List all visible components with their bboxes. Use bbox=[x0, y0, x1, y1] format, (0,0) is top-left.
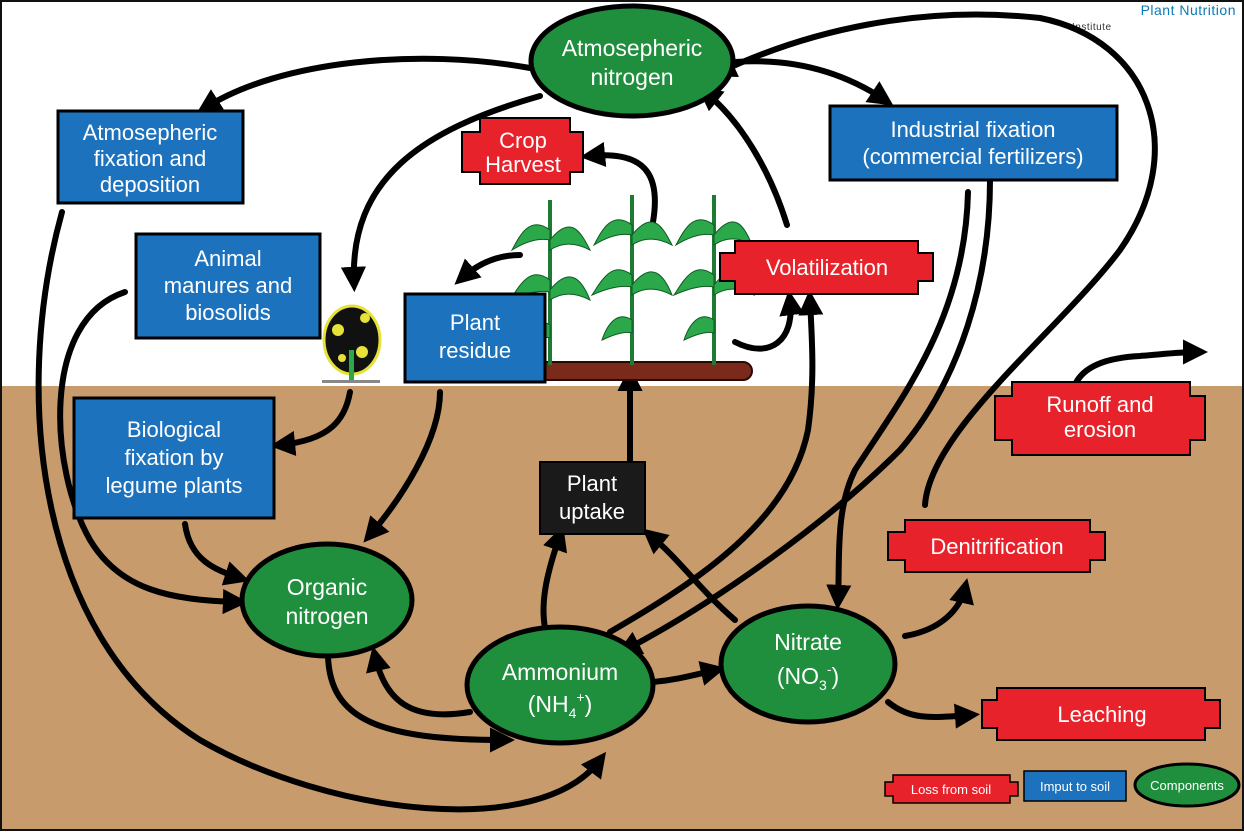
brand-line-2: Institute bbox=[1072, 22, 1112, 33]
arrow-ammonium-to-nitrate bbox=[650, 661, 726, 686]
atm-fixation-line-3: deposition bbox=[100, 172, 200, 197]
arrow-residue-to-organic bbox=[363, 389, 443, 543]
arrow-atm-to-legume bbox=[340, 93, 543, 293]
arrow-ammonium-to-organic bbox=[366, 646, 473, 718]
arrow-ammonium-to-volatilization bbox=[607, 289, 824, 635]
runoff-line-1: Runoff and bbox=[1046, 392, 1153, 417]
industrial-line-1: Industrial fixation bbox=[890, 117, 1055, 142]
crop-harvest-line-2: Harvest bbox=[485, 152, 561, 177]
crop-harvest-box: Crop Harvest bbox=[461, 117, 584, 185]
arrow-atm-to-industrial bbox=[732, 58, 894, 106]
atmospheric-fixation-box: Atmosepheric fixation and deposition bbox=[56, 109, 245, 205]
atmospheric-nitrogen-node: Atmosepheric nitrogen bbox=[528, 3, 736, 119]
industrial-fixation-box: Industrial fixation (commercial fertiliz… bbox=[828, 104, 1119, 182]
arrow-manures-to-organic bbox=[57, 289, 249, 615]
runoff-line-2: erosion bbox=[1064, 417, 1136, 442]
arrow-ammonium-to-uptake bbox=[540, 525, 568, 631]
arrow-nitrate-to-uptake bbox=[642, 528, 738, 623]
biological-line-1: Biological bbox=[127, 417, 221, 442]
leaching-box: Leaching bbox=[981, 687, 1221, 741]
nitrate-node: Nitrate (NO3-) bbox=[718, 603, 898, 725]
corn-plant-3 bbox=[672, 195, 755, 365]
residue-line-1: Plant bbox=[450, 310, 500, 335]
legend-loss-item: Loss from soil bbox=[884, 774, 1019, 804]
volatilization-box: Volatilization bbox=[719, 240, 934, 295]
flow-arrows bbox=[35, 11, 1209, 813]
brand-logo: Plant Nutrition Institute bbox=[1072, 2, 1236, 33]
legend-input-item: Imput to soil bbox=[1023, 770, 1127, 802]
organic-nitrogen-line-1: Organic bbox=[287, 574, 368, 600]
legend-components-item: Components bbox=[1133, 762, 1241, 808]
arrow-fixation-to-ammonium bbox=[35, 209, 607, 813]
denitrification-label: Denitrification bbox=[930, 534, 1063, 559]
arrow-industrial-to-nitrate bbox=[826, 189, 971, 611]
atmospheric-nitrogen-line-1: Atmosepheric bbox=[562, 35, 703, 61]
corn-plant-2 bbox=[590, 195, 674, 365]
atmospheric-nitrogen-line-2: nitrogen bbox=[590, 64, 673, 90]
uptake-line-1: Plant bbox=[567, 471, 617, 496]
arrow-legume-to-biological bbox=[269, 389, 353, 457]
denitrification-box: Denitrification bbox=[887, 519, 1106, 573]
atm-fixation-line-1: Atmosepheric bbox=[83, 120, 218, 145]
plant-residue-box: Plant residue bbox=[403, 292, 547, 384]
organic-nitrogen-line-2: nitrogen bbox=[285, 603, 368, 629]
nitrate-formula: (NO3-) bbox=[777, 661, 839, 693]
uptake-line-2: uptake bbox=[559, 499, 625, 524]
volatilization-label: Volatilization bbox=[766, 255, 888, 280]
crop-harvest-line-1: Crop bbox=[499, 128, 547, 153]
legend-components-label: Components bbox=[1150, 778, 1224, 793]
brand-line-1: Plant Nutrition bbox=[1141, 2, 1236, 18]
arrow-denitrification-to-atm bbox=[710, 11, 1158, 508]
arrow-plant-to-residue bbox=[454, 252, 523, 285]
ammonium-formula: (NH4+) bbox=[528, 689, 593, 721]
ammonium-line-1: Ammonium bbox=[502, 659, 618, 685]
legend: Loss from soil Imput to soil Components bbox=[884, 762, 1241, 808]
arrow-industrial-to-ammonium bbox=[616, 177, 993, 655]
arrow-volatilization-to-atm bbox=[697, 85, 790, 228]
plant-uptake-box: Plant uptake bbox=[539, 461, 646, 535]
manures-line-2: manures and bbox=[164, 273, 292, 298]
soil-mound bbox=[519, 361, 753, 381]
runoff-erosion-box: Runoff and erosion bbox=[994, 381, 1206, 456]
legume-plant-icon bbox=[322, 304, 382, 383]
organic-nitrogen-node: Organic nitrogen bbox=[239, 541, 415, 659]
biological-line-2: fixation by bbox=[124, 445, 223, 470]
arrow-biological-to-organic bbox=[182, 521, 250, 586]
biological-line-3: legume plants bbox=[106, 473, 243, 498]
industrial-line-2: (commercial fertilizers) bbox=[862, 144, 1083, 169]
residue-line-2: residue bbox=[439, 338, 511, 363]
arrow-nitrate-to-leaching bbox=[885, 699, 981, 729]
animal-manures-box: Animal manures and biosolids bbox=[134, 232, 322, 340]
manures-line-1: Animal bbox=[194, 246, 261, 271]
ammonium-node: Ammonium (NH4+) bbox=[464, 624, 656, 746]
biological-fixation-box: Biological fixation by legume plants bbox=[72, 396, 276, 520]
atm-fixation-line-2: fixation and bbox=[94, 146, 207, 171]
arrow-plant-to-volatilization bbox=[732, 289, 805, 352]
manures-line-3: biosolids bbox=[185, 300, 271, 325]
arrow-organic-to-ammonium bbox=[325, 653, 516, 753]
arrow-plant-to-harvest bbox=[579, 141, 658, 225]
nitrate-line-1: Nitrate bbox=[774, 629, 842, 655]
legend-input-label: Imput to soil bbox=[1040, 779, 1110, 794]
legend-loss-label: Loss from soil bbox=[911, 782, 991, 797]
arrow-runoff bbox=[1069, 339, 1209, 399]
arrow-atm-to-fixation bbox=[196, 55, 533, 114]
leaching-label: Leaching bbox=[1057, 702, 1146, 727]
arrow-nitrate-to-denitrification bbox=[902, 578, 974, 639]
